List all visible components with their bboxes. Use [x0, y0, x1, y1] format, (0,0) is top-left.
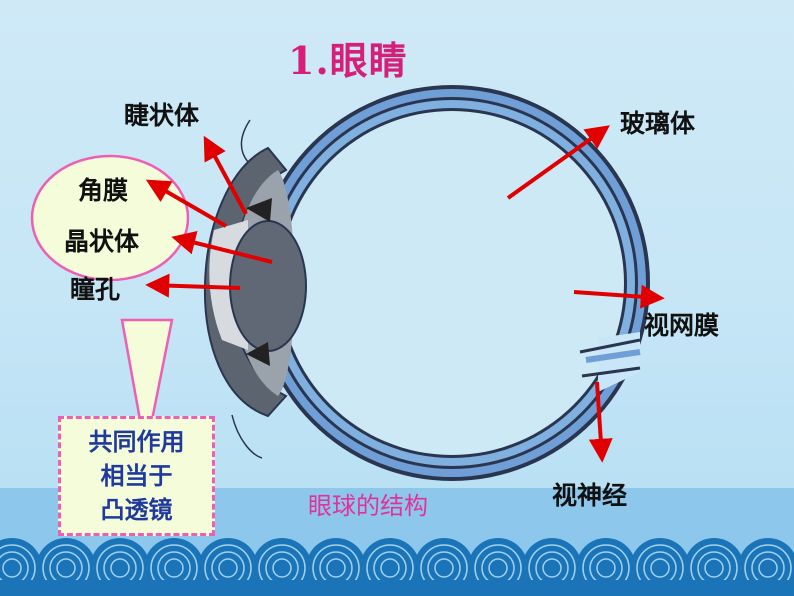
note-line-1: 共同作用 — [89, 425, 185, 459]
eyeball — [254, 85, 650, 481]
diagram-caption: 眼球的结构 — [308, 486, 428, 521]
page-title: 1.眼睛 — [288, 30, 408, 85]
note-line-2: 相当于 — [101, 459, 173, 493]
label-vitreous-body: 玻璃体 — [620, 104, 695, 140]
label-optic-nerve: 视神经 — [552, 476, 627, 512]
lens-shape — [230, 221, 306, 351]
note-line-3: 凸透镜 — [101, 493, 173, 527]
lens-note-box: 共同作用 相当于 凸透镜 — [58, 416, 215, 536]
label-ciliary-body: 睫状体 — [124, 96, 199, 132]
wave-base — [0, 580, 794, 596]
wave-border — [0, 538, 794, 596]
label-cornea: 角膜 — [78, 171, 128, 207]
label-retina: 视网膜 — [644, 306, 719, 342]
vitreous-chamber — [280, 111, 624, 455]
label-lens: 晶状体 — [64, 222, 139, 258]
label-pupil: 瞳孔 — [70, 270, 120, 306]
